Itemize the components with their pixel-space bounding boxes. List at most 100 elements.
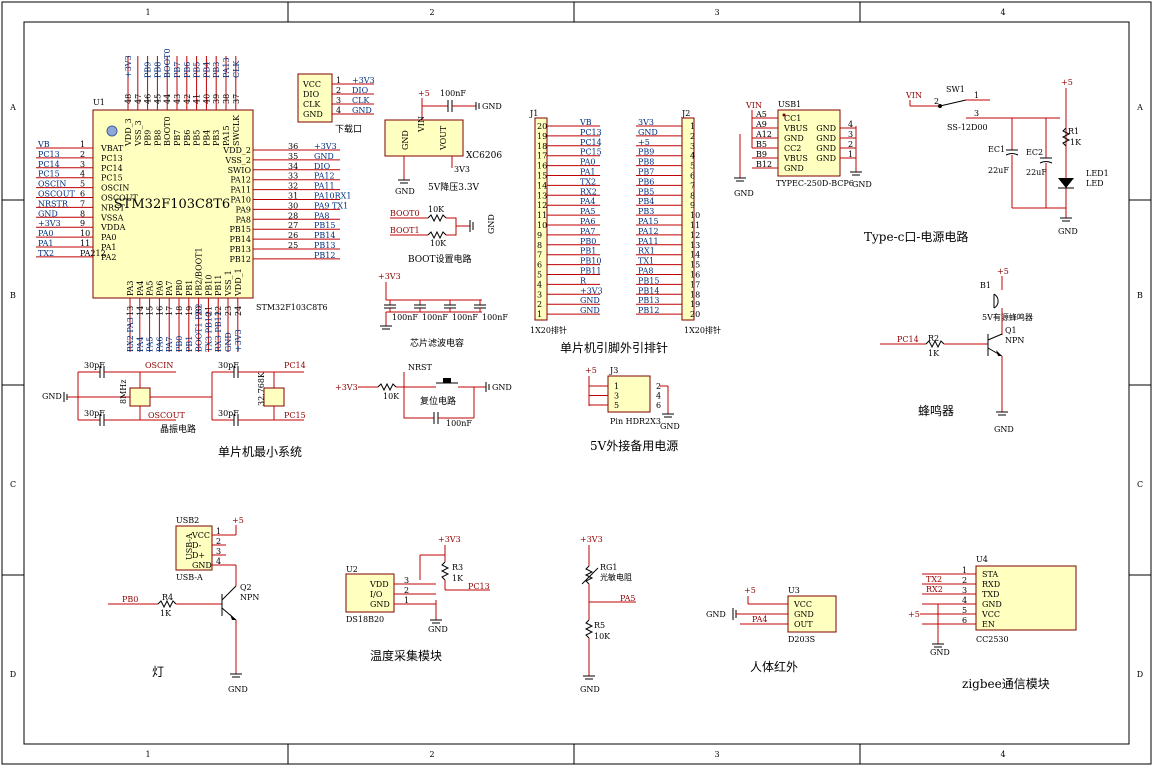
j2-pin-num: 10 (690, 211, 700, 220)
pir-out: OUT (794, 620, 813, 629)
pwr-gnd: GND (1058, 227, 1078, 236)
power-circuit[interactable]: VIN SW1 2 1 3 SS-12D00 +5 EC1 22uF EC2 2… (864, 78, 1109, 244)
j2-pin-net: PB4 (638, 197, 654, 206)
mcu-right-num: 31 (288, 192, 298, 201)
mcu-right-num: 33 (288, 172, 298, 181)
j1-pin-num: 5 (537, 271, 542, 280)
j1-pin-net: PC15 (580, 148, 602, 157)
j2-pin-net: PB14 (638, 286, 659, 295)
j2-pin-num: 2 (690, 132, 695, 141)
reset-r: 10K (383, 392, 400, 401)
j2-body (681, 117, 695, 321)
buzzer-circuit[interactable]: +5 B1 5V有源蜂鸣器 PC14 R2 1K Q1 NPN GND 蜂鸣器 (880, 267, 1033, 434)
ldr-icon (584, 565, 594, 585)
j2-label: 1X20排针 (684, 325, 721, 335)
j2-pin-net: PB13 (638, 296, 659, 305)
mcu-left-net: OSCOUT (38, 190, 75, 199)
j2-pin-net: PA15 (638, 217, 659, 226)
mcu-stm32[interactable]: U1 STM32F103C8T6 STM32F103C8T6 VDD_348+3… (36, 48, 351, 352)
usbc-body (777, 109, 841, 177)
reg-gnd-bottom: GND (395, 187, 415, 196)
dl-pin-num: 4 (336, 106, 341, 115)
pir-sensor[interactable]: U3 +5 GND PA4 VCC GND OUT D203S 人体红外 (706, 586, 837, 674)
boot-circuit[interactable]: BOOT0 10K BOOT1 10K GND BOOT设置电路 (390, 205, 496, 265)
ldr-net: PA5 (620, 594, 636, 603)
bz-ref: B1 (980, 281, 991, 290)
pir-net: PA4 (752, 615, 768, 624)
mcu-top-pin: VDD_3 (124, 118, 133, 147)
mcu-top-num: 44 (163, 94, 172, 104)
j2-pin-num: 14 (690, 251, 700, 260)
reset-circuit[interactable]: +3V3 10K NRST GND 100nF 复位电路 (335, 363, 512, 428)
j1-pin-net: PA0 (580, 158, 596, 167)
xtal-oscin: OSCIN (145, 361, 173, 370)
j1-pin-net: TX2 (580, 177, 596, 186)
j2-pin-num: 6 (690, 172, 695, 181)
pwr-ec2: EC2 (1026, 148, 1043, 157)
regulator-xc6206[interactable]: +5 100nF GND VIN GND VOUT XC6206 GND 3V3… (384, 89, 502, 196)
filter-cap-value: 100nF (392, 313, 418, 322)
xtal-oscout: OSCOUT (148, 411, 185, 420)
j1-pin-net: PB0 (580, 237, 596, 246)
pwr-led-val: LED (1086, 179, 1104, 188)
reg-body (384, 119, 464, 157)
j1-pin-num: 3 (537, 290, 542, 299)
zb-body (975, 565, 1077, 631)
grid-col-1: 1 (145, 8, 150, 17)
light-sensor[interactable]: +3V3 RG1 光敏电阻 PA5 R5 10K GND (580, 535, 636, 694)
j2-pin-net: +5 (638, 138, 650, 147)
mcu-right-pin: VSS_2 (224, 156, 251, 165)
j1-pin-num: 2 (537, 300, 542, 309)
zb-gnd: GND (930, 648, 950, 657)
j1-pin-net: PA6 (580, 217, 596, 226)
j3-body (607, 375, 651, 413)
mcu-part-bottom: STM32F103C8T6 (256, 303, 328, 312)
buzzer-icon (993, 293, 999, 309)
mcu-bottom-num: 24 (234, 306, 243, 316)
mcu-part-label: STM32F103C8T6 (114, 197, 230, 212)
mcu-left-num: 5 (80, 180, 85, 189)
boot-gnd: GND (487, 214, 496, 234)
bz-r: R2 (928, 334, 939, 343)
bz-desc: 5V有源蜂鸣器 (982, 312, 1033, 322)
mcu-right-net: PA12 (314, 172, 335, 181)
temp-caption: 温度采集模块 (370, 648, 442, 663)
crystal-circuit[interactable]: 30pF 30pF 30pF 30pF GND 8MHz OSCIN OSCOU… (42, 361, 306, 435)
mcu-bottom-net: RX2 PA3 (126, 317, 135, 352)
mcu-left-net: PA0 (38, 229, 54, 238)
mcu-left-net: PA1 (38, 239, 54, 248)
usbc-left-name: GND (784, 164, 804, 173)
bz-caption: 蜂鸣器 (918, 403, 954, 418)
mcu-right-pin: PB14 (230, 235, 251, 244)
mcu-bottom-net: TX3 PB10 (204, 312, 213, 352)
zb-plus5: +5 (908, 610, 920, 619)
xtal-32k (263, 387, 285, 407)
lamp-bottom: USB-A (176, 573, 203, 582)
j1-pin-net: R (580, 276, 587, 285)
j1-pin-num: 7 (537, 251, 542, 260)
j2-pin-num: 9 (690, 201, 695, 210)
mcu-left-net: NRSTR (38, 199, 69, 208)
grid-row-b: B (10, 291, 16, 300)
ldr-ref: RG1 (600, 563, 618, 572)
ldr-r-val: 10K (594, 632, 611, 641)
mcu-top-pin: PB6 (183, 130, 192, 146)
temp-pin-name: VDD (369, 580, 389, 589)
mcu-top-net: PB8 (153, 62, 162, 78)
j2-pin-num: 20 (690, 310, 700, 319)
j2-pin-num: 11 (690, 221, 700, 230)
bz-q: Q1 (1005, 326, 1017, 335)
mcu-bottom-pin: PB1 (185, 280, 194, 296)
pinout-caption: 单片机引脚外引排针 (560, 340, 668, 355)
reg-gnd-label: GND (482, 102, 502, 111)
